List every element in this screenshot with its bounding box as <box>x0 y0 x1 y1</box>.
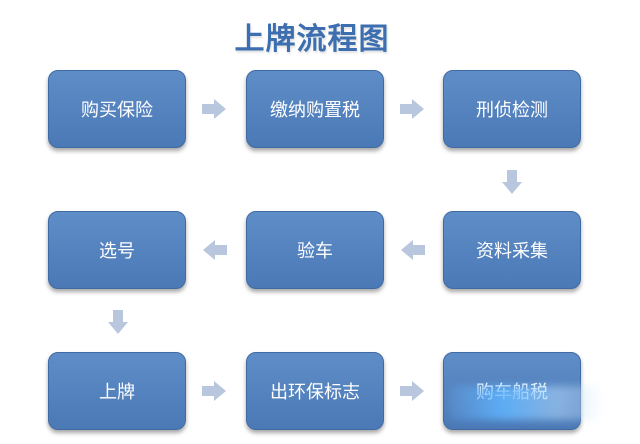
arrow-right-icon <box>400 381 424 401</box>
step-buy-insurance: 购买保险 <box>48 70 186 148</box>
step-vehicle-inspection: 验车 <box>246 211 384 289</box>
arrow-left-icon <box>401 240 425 260</box>
step-data-collection: 资料采集 <box>443 211 581 289</box>
diagram-title: 上牌流程图 <box>234 22 390 57</box>
step-environmental-sticker: 出环保标志 <box>246 352 384 430</box>
step-select-number: 选号 <box>48 211 186 289</box>
arrow-right-icon <box>400 99 424 119</box>
watermark-overlay <box>448 386 604 420</box>
arrow-right-icon <box>202 381 226 401</box>
arrow-left-icon <box>203 240 227 260</box>
step-license-plate: 上牌 <box>48 352 186 430</box>
step-criminal-inspection: 刑侦检测 <box>443 70 581 148</box>
arrow-right-icon <box>202 99 226 119</box>
step-pay-purchase-tax: 缴纳购置税 <box>246 70 384 148</box>
arrow-down-icon <box>108 310 128 334</box>
arrow-down-icon <box>502 170 522 194</box>
